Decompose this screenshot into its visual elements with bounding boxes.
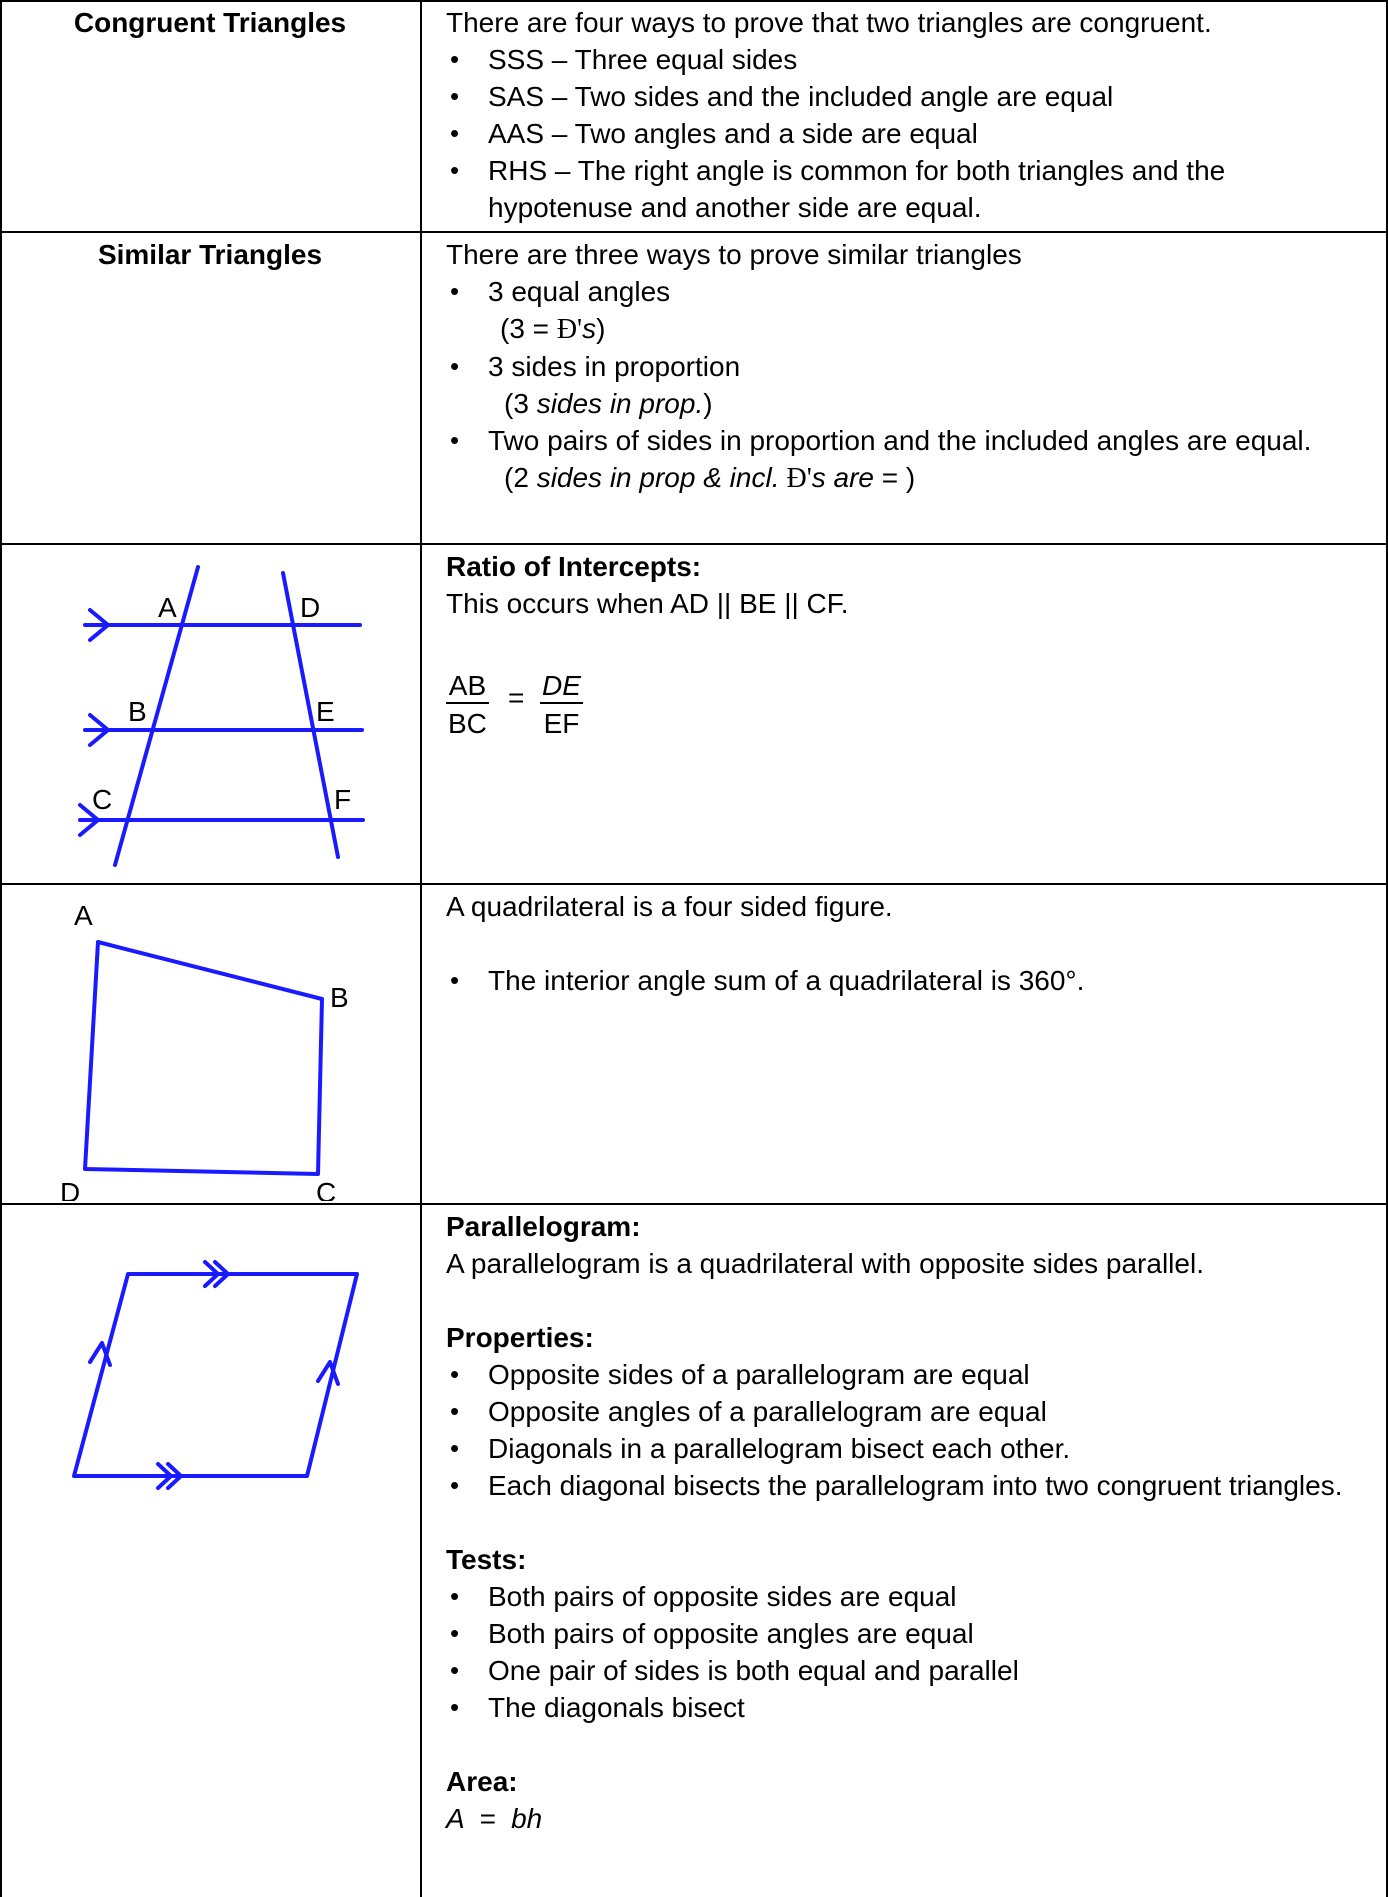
label-c: C	[92, 784, 112, 815]
list-item-text: 3 sides in proportion	[488, 351, 741, 382]
list-item: 3 equal angles	[446, 273, 1376, 310]
list-item: Both pairs of opposite sides are equal	[446, 1578, 1376, 1615]
list-item: Opposite angles of a parallelogram are e…	[446, 1393, 1376, 1430]
congruent-list: SSS – Three equal sides SAS – Two sides …	[446, 41, 1376, 226]
congruent-content: There are four ways to prove that two tr…	[446, 4, 1376, 226]
row-divider	[0, 231, 1388, 233]
intercepts-heading: Ratio of Intercepts:	[446, 551, 702, 582]
quadrilateral-figure: A B C D	[60, 900, 349, 1201]
quadrilateral-text: A quadrilateral is a four sided figure.	[446, 891, 893, 922]
intercepts-content: Ratio of Intercepts: This occurs when AD…	[446, 548, 1376, 622]
parallelogram-definition: A parallelogram is a quadrilateral with …	[446, 1248, 1204, 1279]
properties-list: Opposite sides of a parallelogram are eq…	[446, 1356, 1376, 1504]
tests-heading: Tests:	[446, 1544, 527, 1575]
label-b: B	[330, 982, 349, 1013]
label-a: A	[158, 592, 177, 623]
list-item: One pair of sides is both equal and para…	[446, 1652, 1376, 1689]
list-item: The diagonals bisect	[446, 1689, 1376, 1726]
fraction-numerator: DE	[540, 670, 583, 704]
label-d: D	[60, 1177, 80, 1201]
row-divider	[0, 0, 1388, 2]
row-divider	[0, 883, 1388, 885]
list-item: Each diagonal bisects the parallelogram …	[446, 1467, 1376, 1504]
fraction-denominator: BC	[448, 708, 487, 739]
list-item: RHS – The right angle is common for both…	[446, 152, 1376, 226]
congruent-intro: There are four ways to prove that two tr…	[446, 7, 1212, 38]
quadrilateral-content: A quadrilateral is a four sided figure. …	[446, 888, 1376, 999]
list-item: The interior angle sum of a quadrilatera…	[446, 962, 1376, 999]
similar-title: Similar Triangles	[97, 239, 323, 270]
similar-content: There are three ways to prove similar tr…	[446, 236, 1376, 497]
label-b: B	[128, 696, 147, 727]
parallelogram-figure	[72, 1260, 359, 1490]
fraction-denominator: EF	[543, 708, 580, 739]
label-d: D	[300, 592, 320, 623]
list-item: Both pairs of opposite angles are equal	[446, 1615, 1376, 1652]
intercepts-figure: A D B E C F	[78, 565, 365, 867]
list-item: SAS – Two sides and the included angle a…	[446, 78, 1376, 115]
list-item-text: 3 equal angles	[488, 276, 671, 307]
similar-note: (3 sides in prop.)	[504, 388, 713, 419]
equals-sign: =	[508, 682, 525, 713]
list-item: Diagonals in a parallelogram bisect each…	[446, 1430, 1376, 1467]
intercepts-text: This occurs when AD || BE || CF.	[446, 588, 849, 619]
similar-note: (2 sides in prop & incl. Ð's are = )	[504, 462, 916, 494]
area-formula: A = bh	[446, 1803, 543, 1834]
tests-list: Both pairs of opposite sides are equal B…	[446, 1578, 1376, 1726]
area-heading: Area:	[446, 1766, 518, 1797]
similar-note: (3 = Ð's)	[500, 313, 606, 345]
parallelogram-heading: Parallelogram:	[446, 1211, 641, 1242]
similar-list: 3 equal angles	[446, 273, 1376, 310]
row-divider	[0, 1203, 1388, 1205]
list-item: 3 sides in proportion	[446, 348, 1376, 385]
column-divider	[420, 0, 422, 1897]
label-c: C	[316, 1177, 336, 1201]
label-f: F	[334, 784, 351, 815]
congruent-title: Congruent Triangles	[73, 7, 347, 38]
row-divider	[0, 543, 1388, 545]
label-a: A	[74, 900, 93, 931]
list-item-text: Two pairs of sides in proportion and the…	[488, 425, 1312, 456]
parallelogram-content: Parallelogram: A parallelogram is a quad…	[446, 1208, 1376, 1837]
list-item: Opposite sides of a parallelogram are eq…	[446, 1356, 1376, 1393]
list-item: SSS – Three equal sides	[446, 41, 1376, 78]
properties-heading: Properties:	[446, 1322, 594, 1353]
label-e: E	[316, 696, 335, 727]
fraction-de-ef: DE EF	[540, 670, 583, 740]
list-item: Two pairs of sides in proportion and the…	[446, 422, 1376, 459]
fraction-ab-bc: AB BC	[446, 670, 489, 740]
list-item: AAS – Two angles and a side are equal	[446, 115, 1376, 152]
similar-intro: There are three ways to prove similar tr…	[446, 239, 1022, 270]
fraction-numerator: AB	[446, 670, 489, 704]
